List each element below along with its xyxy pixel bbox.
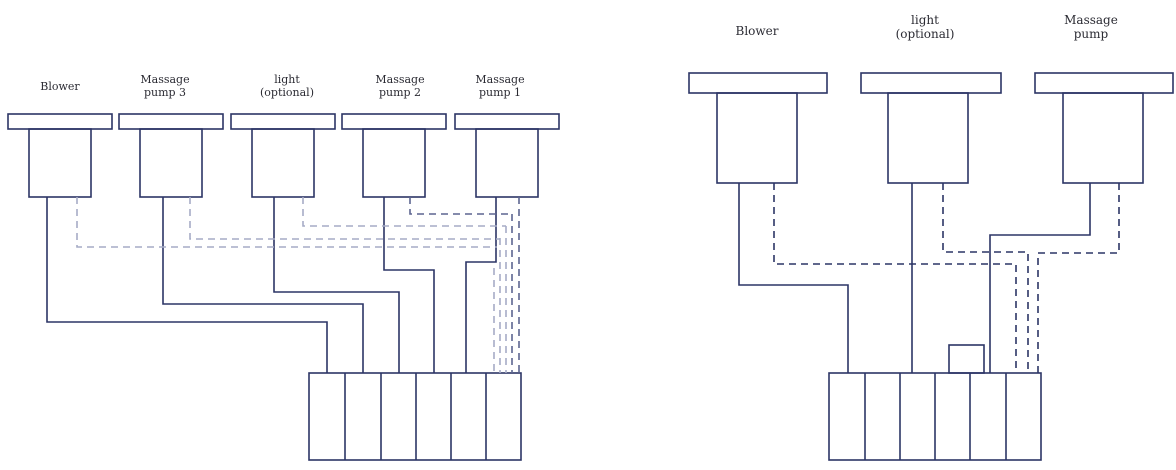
left-label-massage-pump-1-line2: pump 1: [479, 86, 521, 99]
left-device-massage-pump-2: [341, 113, 447, 198]
left-label-massage-pump-2: Massage: [375, 73, 424, 86]
left-device-blower: [7, 113, 113, 198]
left-label-massage-pump-3: Massage: [140, 73, 189, 86]
right-device-massage-pump: [1034, 72, 1174, 184]
left-diagram: Blower Massage pump 3 light (optional) M…: [7, 73, 560, 461]
left-label-massage-pump-3-line2: pump 3: [144, 86, 186, 99]
left-device-massage-pump-1: [454, 113, 560, 198]
right-device-blower: [688, 72, 828, 184]
left-device-massage-pump-3: [118, 113, 224, 198]
right-diagram: Blower light (optional) Massage pump: [688, 13, 1174, 461]
right-label-light-line2: (optional): [896, 27, 955, 41]
left-label-light: light: [274, 73, 300, 86]
right-label-light: light: [911, 13, 939, 27]
left-device-light: [230, 113, 336, 198]
right-label-blower: Blower: [736, 24, 779, 38]
right-device-light: [860, 72, 1002, 184]
left-label-blower: Blower: [40, 80, 80, 93]
right-label-massage-pump-line2: pump: [1074, 27, 1109, 41]
left-label-massage-pump-1: Massage: [475, 73, 524, 86]
left-dashed-wires-dark: [409, 197, 520, 373]
right-dashed-wires: [773, 183, 1120, 373]
left-dashed-wires-light: [76, 197, 507, 373]
right-control-box-tab: [948, 344, 985, 374]
right-solid-wires: [738, 183, 1091, 373]
right-control-box: [828, 344, 1042, 461]
left-control-box: [308, 372, 522, 461]
left-label-light-line2: (optional): [260, 86, 314, 99]
left-label-massage-pump-2-line2: pump 2: [379, 86, 421, 99]
left-solid-wires: [46, 197, 497, 373]
right-label-massage-pump: Massage: [1064, 13, 1118, 27]
